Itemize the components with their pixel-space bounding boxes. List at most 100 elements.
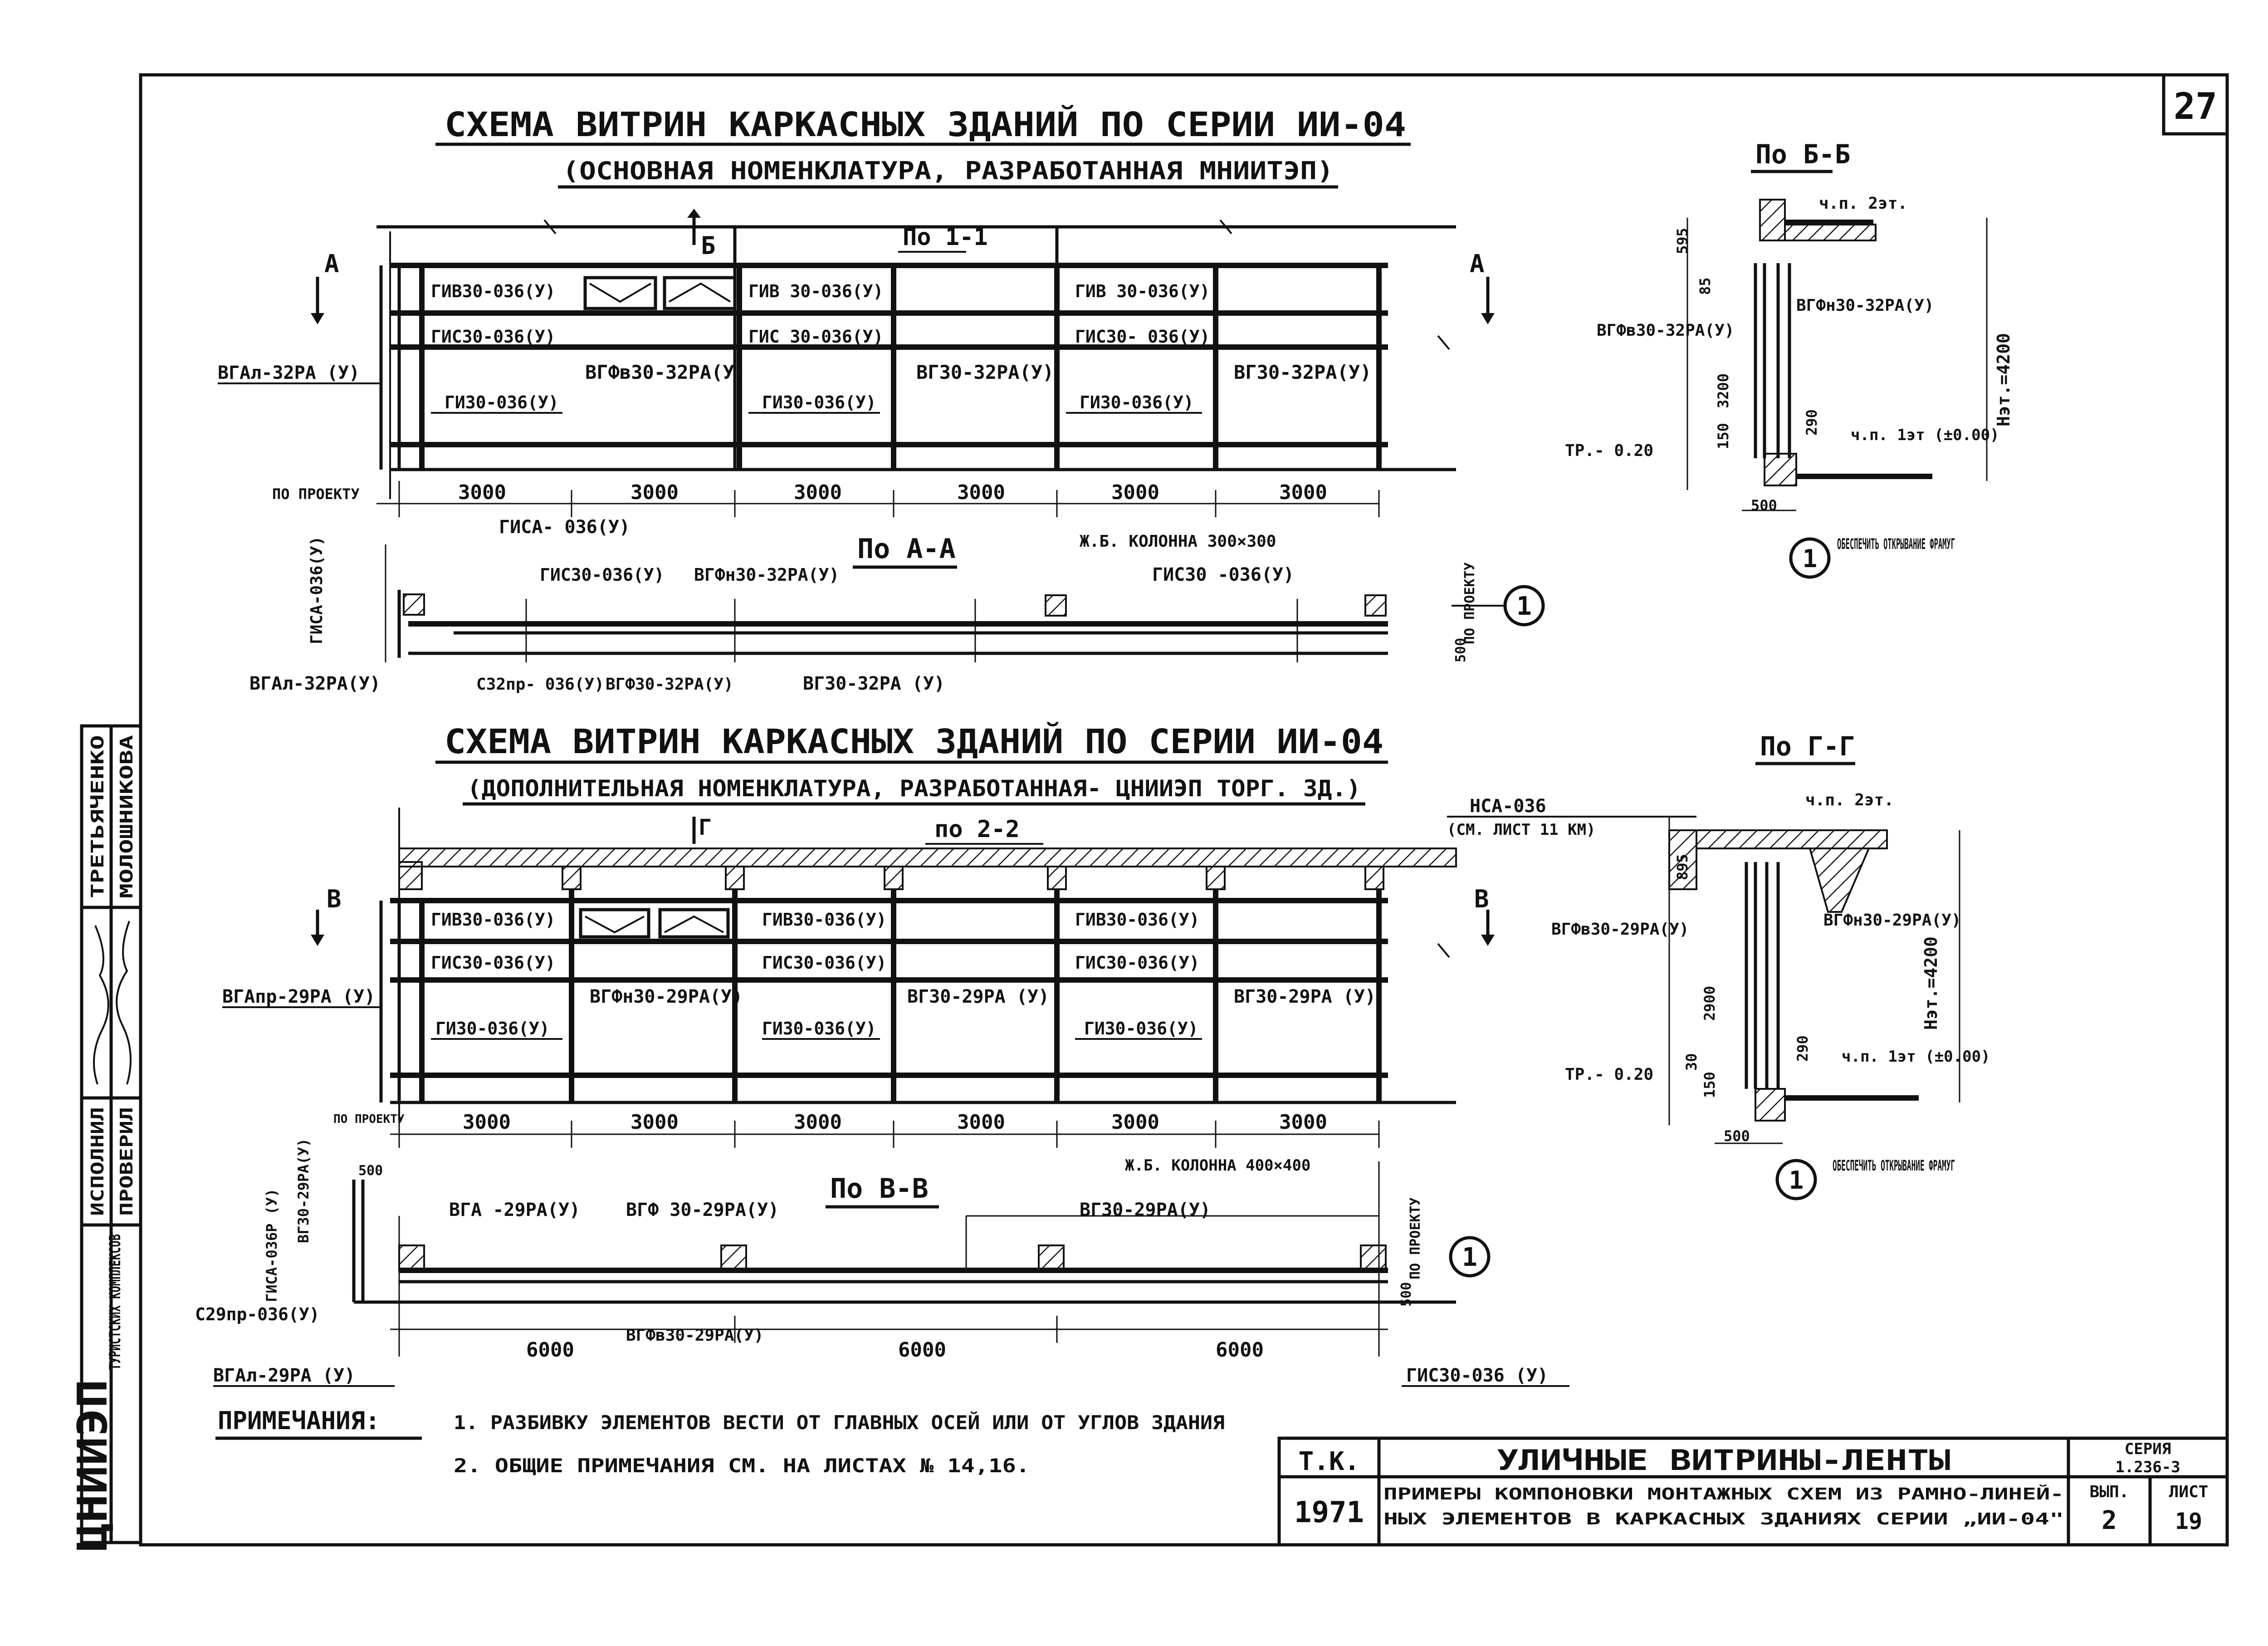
top-label-vg-1: ВГ30-32РА(У)	[916, 361, 1054, 383]
title-block-year: 1971	[1294, 1496, 1364, 1529]
stamp-logo: ЦНИИЭП	[69, 1379, 117, 1552]
bottom-mark-v-left: В	[327, 885, 342, 913]
top-mark-a-left: А	[324, 250, 339, 278]
bottom-label-giv-2: ГИВ30-036(У)	[762, 910, 887, 930]
top-label-giv-3: ГИВ 30-036(У)	[1075, 281, 1210, 301]
title-block-list-label: ЛИСТ	[2169, 1483, 2209, 1501]
top-label-gis-3: ГИС30- 036(У)	[1075, 327, 1210, 347]
stamp-role-2: ПРОВЕРИЛ	[117, 1107, 137, 1216]
plan-aa-title: По А-А	[857, 533, 956, 565]
top-po-proektu: ПО ПРОЕКТУ	[272, 485, 360, 503]
bottom-label-vgf: ВГФн30-29РА(У)	[590, 986, 743, 1007]
bottom-dimension-line: ПО ПРОЕКТУ 3000 3000 3000 3000 3000 3000	[333, 1111, 1380, 1148]
section-bb-marker: 1	[1803, 544, 1818, 573]
bottom-section-title: СХЕМА ВИТРИН КАРКАСНЫХ ЗДАНИЙ ПО СЕРИИ И…	[445, 721, 1383, 761]
title-block-desc-2: НЫХ ЭЛЕМЕНТОВ В КАРКАСНЫХ ЗДАНИЯХ СЕРИИ …	[1383, 1510, 2064, 1528]
plan-vv-gis: ГИС30-036 (У)	[1406, 1365, 1548, 1386]
plan-vv-column: Ж.Б. КОЛОННА 400×400	[1125, 1156, 1310, 1175]
plan-aa-po-proektu: ПО ПРОЕКТУ	[1462, 562, 1478, 644]
sheet-number: 27	[2174, 85, 2217, 127]
section-gg-floor1: ч.п. 1эт (±0.00)	[1842, 1048, 1990, 1066]
title-block-list-value: 19	[2175, 1508, 2202, 1534]
title-block-series-value: 1.236-3	[2115, 1458, 2180, 1476]
bottom-label-gis-1: ГИС30-036(У)	[431, 953, 556, 973]
section-bb-floor1: ч.п. 1эт (±0.00)	[1851, 426, 1999, 444]
stamp-name-1: ТРЕТЬЯЧЕНКО	[88, 735, 108, 898]
section-bb-note: ОБЕСПЕЧИТЬ ОТКРЫВАНИЕ ФРАМУГ	[1837, 535, 1955, 553]
stamp-org: ТУРИСТСКИХ КОМПЛЕКСОВ	[106, 1234, 124, 1370]
plan-vv-axis: 1	[1462, 1243, 1477, 1272]
title-block-vyp-value: 2	[2102, 1506, 2117, 1535]
top-section-subtitle: (ОСНОВНАЯ НОМЕНКЛАТУРА, РАЗРАБОТАННАЯ МН…	[562, 157, 1334, 185]
plan-aa-dim-500: 500	[1453, 638, 1469, 662]
notes-heading: ПРИМЕЧАНИЯ:	[218, 1406, 380, 1435]
top-dim-2: 3000	[631, 481, 679, 504]
section-gg-tr: ТР.- 0.20	[1565, 1065, 1653, 1084]
top-dimension-line: ПО ПРОЕКТУ 3000 3000 3000 3000 3000 3000	[272, 481, 1380, 517]
bottom-label-nsa-ref: (СМ. ЛИСТ 11 КМ)	[1447, 821, 1596, 839]
plan-vv-vgf-bottom: ВГФв30-29РА(У)	[626, 1326, 763, 1345]
top-dim-3: 3000	[794, 481, 842, 504]
bottom-po-proektu: ПО ПРОЕКТУ	[333, 1112, 405, 1126]
bottom-label-vg-1: ВГ30-29РА (У)	[907, 986, 1049, 1007]
top-label-vgf: ВГФв30-32РА(У)	[585, 361, 746, 383]
stamp-role-1: ИСПОЛНИЛ	[88, 1107, 108, 1216]
bottom-view-label: по 2-2	[934, 816, 1020, 843]
plan-aa-gis: ГИС30-036(У)	[540, 565, 665, 585]
stamp-name-2: МОЛОШНИКОВА	[117, 735, 137, 898]
plan-aa-gis-right: ГИС30 -036(У)	[1152, 564, 1294, 585]
top-elevation	[376, 219, 1456, 499]
bottom-dim-5: 3000	[1111, 1111, 1159, 1134]
section-bb: По Б-Б ч.п. 2эт. ВГФв30-32РА(У) ВГФн30-3…	[1565, 139, 2014, 579]
top-section: СХЕМА ВИТРИН КАРКАСНЫХ ЗДАНИЙ ПО СЕРИИ И…	[218, 104, 1495, 517]
bottom-label-gi-2: ГИ30-036(У)	[762, 1019, 876, 1039]
title-block-series-label: СЕРИЯ	[2125, 1440, 2171, 1458]
plan-aa-column: Ж.Б. КОЛОННА 300×300	[1080, 532, 1276, 551]
section-bb-h: Нэт.=4200	[1994, 333, 2014, 426]
top-label-gi-2: ГИ30-036(У)	[762, 392, 876, 412]
plan-vv-vgf-top: ВГФ 30-29РА(У)	[626, 1200, 779, 1220]
plan-vv-c29: С29пр-036(У)	[195, 1304, 320, 1324]
plan-vv-d500a: 500	[358, 1163, 383, 1179]
section-gg-d290: 290	[1794, 1035, 1811, 1062]
section-bb-title: По Б-Б	[1755, 139, 1851, 170]
title-block-desc-1: ПРИМЕРЫ КОМПОНОВКИ МОНТАЖНЫХ СХЕМ ИЗ РАМ…	[1383, 1484, 2064, 1504]
top-dim-5: 3000	[1111, 481, 1159, 504]
bottom-elevation	[379, 808, 1456, 1121]
section-gg-d2900: 2900	[1701, 986, 1718, 1021]
bottom-label-nsa: НСА-036	[1470, 796, 1546, 817]
bottom-section: СХЕМА ВИТРИН КАРКАСНЫХ ЗДАНИЙ ПО СЕРИИ И…	[222, 721, 1696, 1148]
bottom-mark-v-right: В	[1474, 885, 1489, 913]
plan-vv-d500b: 500	[1398, 1282, 1414, 1307]
bottom-dim-3: 3000	[794, 1111, 842, 1134]
title-block-vyp-label: ВЫП.	[2090, 1483, 2129, 1501]
notes: ПРИМЕЧАНИЯ: 1. РАЗБИВКУ ЭЛЕМЕНТОВ ВЕСТИ …	[215, 1406, 1225, 1477]
plan-aa-axis: 1	[1516, 592, 1532, 621]
top-dim-6: 3000	[1279, 481, 1327, 504]
plan-vv-dim-2: 6000	[898, 1338, 946, 1362]
section-bb-d290: 290	[1803, 409, 1820, 436]
section-gg-d500: 500	[1724, 1127, 1750, 1145]
top-mark-a-right: А	[1470, 250, 1485, 278]
top-label-gis-1: ГИС30-036(У)	[431, 327, 556, 347]
bottom-section-subtitle: (ДОПОЛНИТЕЛЬНАЯ НОМЕНКЛАТУРА, РАЗРАБОТАН…	[467, 775, 1361, 802]
plan-vv-title: По В-В	[830, 1173, 929, 1205]
notes-item-2: 2. ОБЩИЕ ПРИМЕЧАНИЯ СМ. НА ЛИСТАХ № 14,1…	[454, 1455, 1030, 1477]
plan-vv-dim-1: 6000	[526, 1338, 574, 1362]
section-gg-floor2: ч.п. 2эт.	[1805, 791, 1894, 809]
top-label-giv-1: ГИВ30-036(У)	[431, 281, 556, 301]
top-dim-4: 3000	[957, 481, 1005, 504]
bottom-dim-2: 3000	[631, 1111, 679, 1134]
plan-vv: По В-В 1 6000 6000 6000 ВГ30-29РА(У) ГИС…	[195, 1138, 1569, 1387]
bottom-dim-1: 3000	[463, 1111, 511, 1134]
title-block-title: УЛИЧНЫЕ ВИТРИНЫ-ЛЕНТЫ	[1497, 1444, 1950, 1477]
bottom-label-gis-3: ГИС30-036(У)	[1075, 953, 1200, 973]
section-bb-vgf-right: ВГФн30-32РА(У)	[1796, 296, 1934, 315]
section-bb-d500: 500	[1751, 497, 1777, 514]
section-gg: По Г-Г ч.п. 2эт. ВГФв30-29РА(У) ВГФн30-2…	[1551, 731, 1990, 1200]
section-bb-floor2: ч.п. 2эт.	[1819, 194, 1907, 213]
top-label-vg-2: ВГ30-32РА(У)	[1234, 361, 1371, 383]
section-gg-d150: 150	[1701, 1072, 1718, 1098]
section-gg-marker: 1	[1789, 1166, 1804, 1195]
